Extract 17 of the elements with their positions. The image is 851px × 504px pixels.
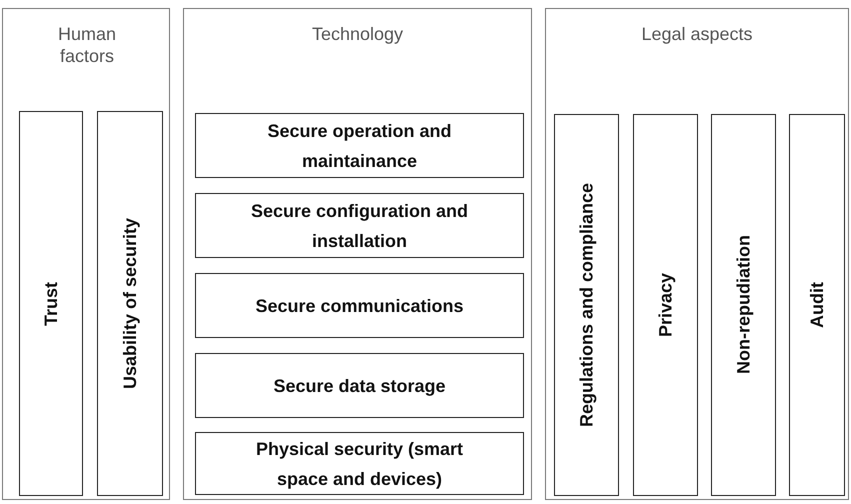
category-panel [2,8,170,500]
topic-box: Secure operation and maintainance [195,113,524,178]
panel-title: Human factors [56,23,118,67]
panel-title: Legal aspects [640,23,754,45]
topic-box: Usability of security [97,111,163,496]
topic-box: Non-repudiation [711,114,776,496]
topic-box: Trust [19,111,83,496]
topic-box: Privacy [633,114,698,496]
category-panel [183,8,532,500]
topic-box: Physical security (smart space and devices) [195,432,524,495]
topic-box: Secure data storage [195,353,524,418]
topic-box: Secure configuration and installation [195,193,524,258]
topic-box: Audit [789,114,845,496]
topic-box: Secure communications [195,273,524,338]
panel-title: Technology [310,23,404,45]
category-panel [545,8,849,500]
topic-box: Regulations and compliance [554,114,619,496]
